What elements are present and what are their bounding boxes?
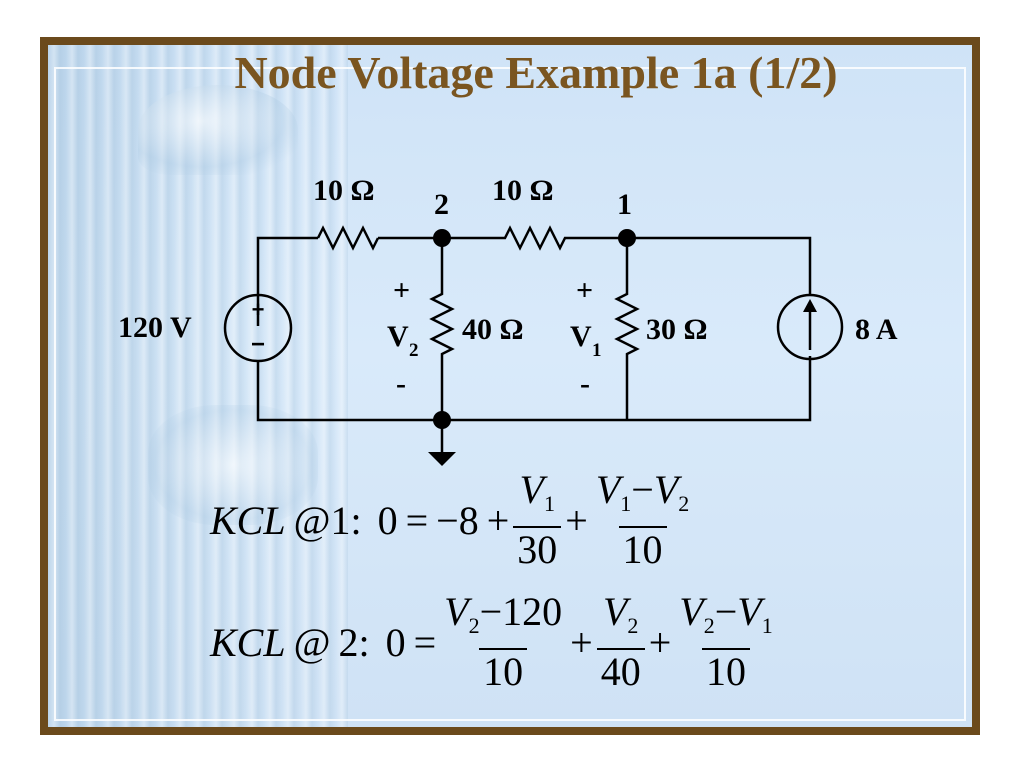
kcl2-f2-v: V [602, 589, 628, 634]
v1-name: V [570, 320, 592, 353]
source-minus-sign: − [251, 331, 265, 358]
kcl2-colon: : [358, 619, 370, 665]
current-source [776, 293, 844, 361]
slide-frame [40, 37, 980, 735]
kcl1-f2-den: 10 [618, 526, 667, 572]
kcl2-node: 2 [338, 619, 359, 665]
kcl1-f2-vb-sub: 2 [678, 491, 690, 516]
current-source-label: 8 A [855, 313, 898, 346]
kcl1-colon: : [350, 497, 362, 543]
kcl2-equals: = [413, 619, 437, 665]
kcl2-f3-vb: V [737, 589, 762, 634]
node-1-dot [618, 229, 636, 247]
kcl1-plus2: + [565, 497, 588, 543]
v2-subscript: 2 [409, 340, 419, 361]
source-voltage-label: 120 V [118, 311, 192, 344]
kcl2-plus2: + [648, 619, 672, 665]
v1-plus-sign: + [576, 274, 593, 307]
kcl1-zero: 0 [377, 497, 398, 543]
source-plus-sign: + [252, 297, 265, 322]
kcl1-f2-minus: − [631, 467, 654, 512]
kcl2-fraction1: V2−120 10 [440, 590, 566, 694]
kcl2-f2-sub: 2 [627, 613, 639, 638]
resistor-10-mid [442, 225, 627, 251]
kcl2-f1-minus: − [479, 589, 503, 634]
wire-bottom [256, 356, 812, 422]
kcl1-f2-va: V [595, 467, 621, 512]
kcl2-f2-den: 40 [596, 648, 645, 694]
kcl2-zero: 0 [385, 619, 406, 665]
v2-plus-sign: + [393, 274, 410, 307]
node-2-label: 2 [434, 188, 449, 221]
resistor-30-label: 30 Ω [646, 313, 708, 346]
kcl1-fraction2: V1−V2 10 [592, 468, 693, 572]
kcl-node2-equation: KCL @ 2 : 0 = V2−120 10 + V2 40 + V2−V1 … [210, 590, 781, 694]
kcl-node1-equation: KCL @ 1 : 0 = −8 + V1 30 + V1−V2 10 [210, 468, 697, 572]
kcl2-plus1: + [570, 619, 593, 665]
kcl2-f3-vb-sub: 1 [761, 613, 773, 638]
ground-symbol [428, 452, 456, 466]
kcl1-f2-va-sub: 1 [620, 491, 632, 516]
v2-minus-sign: - [396, 367, 406, 400]
kcl2-f1-den: 10 [479, 648, 528, 694]
wire-top-right [627, 236, 812, 296]
kcl2-f1-v: V [444, 589, 469, 634]
kcl1-plus1: + [486, 497, 510, 543]
current-arrow-icon [803, 299, 817, 312]
kcl2-f1-const: 120 [502, 589, 563, 634]
resistor-40-label: 40 Ω [462, 313, 524, 346]
ground-node-dot [433, 411, 451, 429]
kcl1-fraction1: V1 30 [513, 467, 562, 572]
voltage-source [223, 293, 293, 363]
wire-top-left [256, 236, 318, 326]
v1-minus-sign: - [580, 367, 590, 400]
kcl1-equals: = [405, 497, 429, 543]
kcl1-lhs: KCL [210, 497, 286, 543]
kcl2-f3-va-sub: 2 [703, 613, 715, 638]
resistor-30 [614, 238, 640, 420]
kcl2-f3-den: 10 [701, 648, 750, 694]
v2-name: V [387, 320, 409, 353]
v1-subscript: 1 [592, 340, 602, 361]
node-2-dot [433, 229, 451, 247]
kcl1-f1-sub: 1 [543, 491, 555, 516]
column-capital-decoration [138, 85, 298, 175]
resistor-40 [429, 238, 455, 420]
resistor-left-label: 10 Ω [313, 174, 375, 207]
resistor-10-left [316, 225, 380, 251]
kcl2-at: @ [293, 619, 331, 665]
circuit-wires [256, 225, 812, 452]
resistor-mid-label: 10 Ω [492, 174, 554, 207]
kcl1-f1-v: V [519, 467, 544, 512]
kcl2-lhs: KCL [210, 619, 286, 665]
kcl2-f3-va: V [679, 589, 704, 634]
kcl2-fraction3: V2−V1 10 [675, 590, 776, 694]
kcl1-at: @ [293, 497, 331, 543]
kcl1-f2-vb: V [653, 467, 679, 512]
kcl1-node: 1 [330, 497, 351, 543]
kcl2-fraction2: V2 40 [596, 589, 645, 694]
kcl1-f1-den: 30 [513, 526, 562, 572]
slide-title: Node Voltage Example 1a (1/2) [234, 47, 838, 98]
kcl1-term0: −8 [436, 497, 479, 543]
kcl2-f3-minus: − [714, 589, 738, 634]
kcl2-f1-sub: 2 [468, 613, 480, 638]
node-1-label: 1 [617, 188, 632, 221]
column-ornament-decoration [148, 405, 318, 525]
